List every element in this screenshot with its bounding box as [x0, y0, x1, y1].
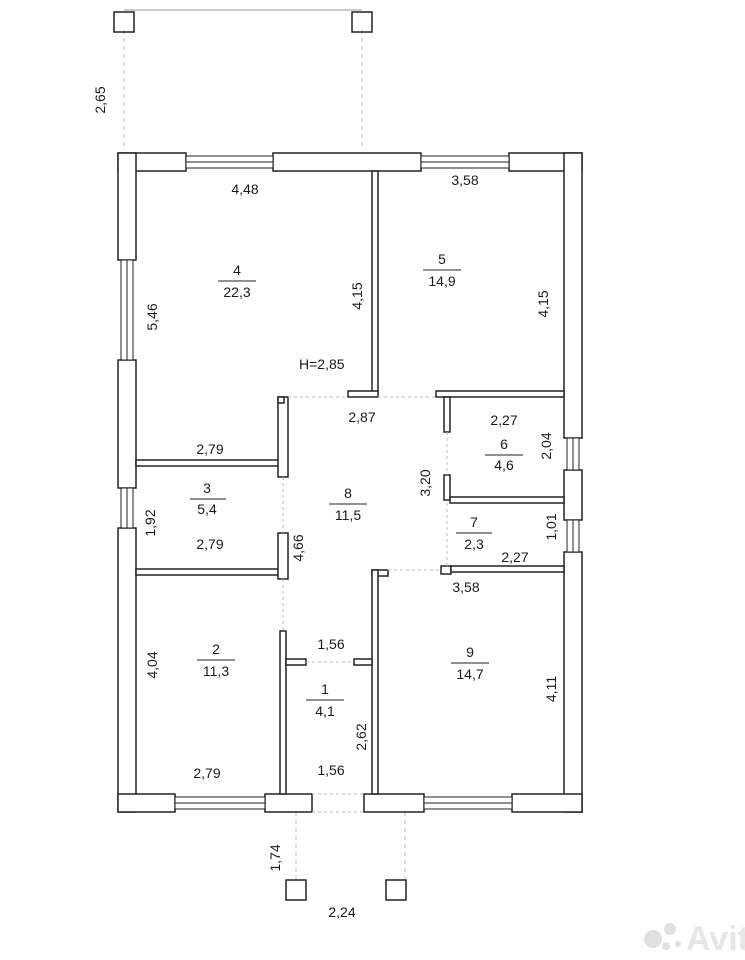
dimension-labels: 2,65 4,48 5,46 4,15 3,58 4,15 2,87 2,27 … — [92, 86, 559, 920]
entrance-opening — [312, 793, 364, 813]
avito-logo-icon — [644, 923, 681, 950]
interior-walls — [135, 170, 565, 795]
room-3-area: 5,4 — [197, 501, 217, 517]
window-right-r7 — [566, 519, 580, 553]
porch-post-top-right — [351, 11, 373, 33]
window-left-r3 — [120, 487, 134, 529]
dim-hall-right: 3,20 — [417, 469, 433, 496]
dim-porch-top-depth: 2,65 — [92, 86, 108, 113]
room-2-area: 11,3 — [203, 663, 229, 679]
dim-r1-bottom: 1,56 — [317, 762, 344, 778]
porch-post-top-left — [113, 11, 135, 33]
window-bottom-r9 — [423, 796, 513, 810]
room-5-number: 5 — [438, 251, 446, 267]
dim-r5-height: 4,15 — [535, 290, 551, 317]
dim-r2-width: 2,79 — [193, 765, 220, 781]
room-labels: 4 22,3 5 14,9 6 4,6 3 5,4 8 11,5 7 2,3 — [190, 251, 523, 719]
avito-watermark-text: Avito — [686, 920, 745, 958]
room-7-number: 7 — [470, 514, 478, 530]
window-top-left — [185, 155, 274, 169]
dim-r9-width: 3,58 — [452, 579, 479, 595]
window-top-right — [420, 155, 510, 169]
window-left-r4 — [120, 259, 134, 361]
dim-r5-width: 3,58 — [451, 172, 478, 188]
porch-post-bottom-right — [385, 879, 407, 901]
dim-r7-height: 1,01 — [543, 513, 559, 540]
ceiling-height-label: H=2,85 — [299, 356, 345, 372]
dim-r1-top: 1,56 — [317, 636, 344, 652]
room-6-area: 4,6 — [494, 457, 514, 473]
dim-hall-left: 4,66 — [290, 534, 306, 561]
dim-r2-height: 4,04 — [144, 651, 160, 678]
room-1-area: 4,1 — [315, 703, 335, 719]
room-1: 1 4,1 — [306, 681, 344, 719]
room-8: 8 11,5 — [329, 485, 367, 523]
dim-hall-top: 2,87 — [348, 409, 375, 425]
dim-r3-height: 1,92 — [142, 509, 158, 536]
room-2: 2 11,3 — [197, 641, 235, 679]
room-1-number: 1 — [321, 681, 329, 697]
dim-r7-width: 2,27 — [501, 549, 528, 565]
room-8-area: 11,5 — [335, 507, 361, 523]
door-openings — [282, 396, 448, 663]
room-9-number: 9 — [466, 644, 474, 660]
windows — [120, 155, 580, 810]
dim-r1-height: 2,62 — [353, 723, 369, 750]
room-4-number: 4 — [233, 262, 241, 278]
dim-r9-height: 4,11 — [543, 676, 559, 702]
dim-r4-width: 4,48 — [231, 181, 258, 197]
window-bottom-r2 — [174, 796, 266, 810]
dim-r3-top: 2,79 — [196, 441, 223, 457]
dim-r4-right: 4,15 — [349, 282, 365, 309]
room-8-number: 8 — [344, 485, 352, 501]
room-6: 6 4,6 — [485, 436, 523, 473]
window-right-r6 — [566, 437, 580, 471]
room-5-area: 14,9 — [428, 273, 455, 289]
dim-porch-bottom-depth: 1,74 — [267, 844, 283, 871]
room-7: 7 2,3 — [456, 514, 492, 552]
dim-r6-width: 2,27 — [490, 412, 517, 428]
dim-r4-height: 5,46 — [144, 303, 160, 330]
bottom-porch — [285, 812, 407, 901]
room-6-number: 6 — [500, 436, 508, 452]
top-porch — [113, 9, 373, 150]
room-2-number: 2 — [212, 641, 220, 657]
room-4-area: 22,3 — [223, 284, 250, 300]
avito-watermark: Avito — [644, 920, 745, 958]
room-3-number: 3 — [203, 480, 211, 496]
exterior-walls — [117, 152, 583, 813]
dim-porch-bottom-width: 2,24 — [328, 904, 355, 920]
room-4: 4 22,3 — [218, 262, 256, 300]
room-9: 9 14,7 — [451, 644, 489, 682]
dim-r6-height: 2,04 — [538, 432, 554, 459]
room-9-area: 14,7 — [456, 666, 483, 682]
room-3: 3 5,4 — [190, 480, 226, 517]
porch-post-bottom-left — [285, 879, 307, 901]
dim-r3-bottom: 2,79 — [196, 536, 223, 552]
room-5: 5 14,9 — [423, 251, 461, 289]
room-7-area: 2,3 — [464, 536, 484, 552]
